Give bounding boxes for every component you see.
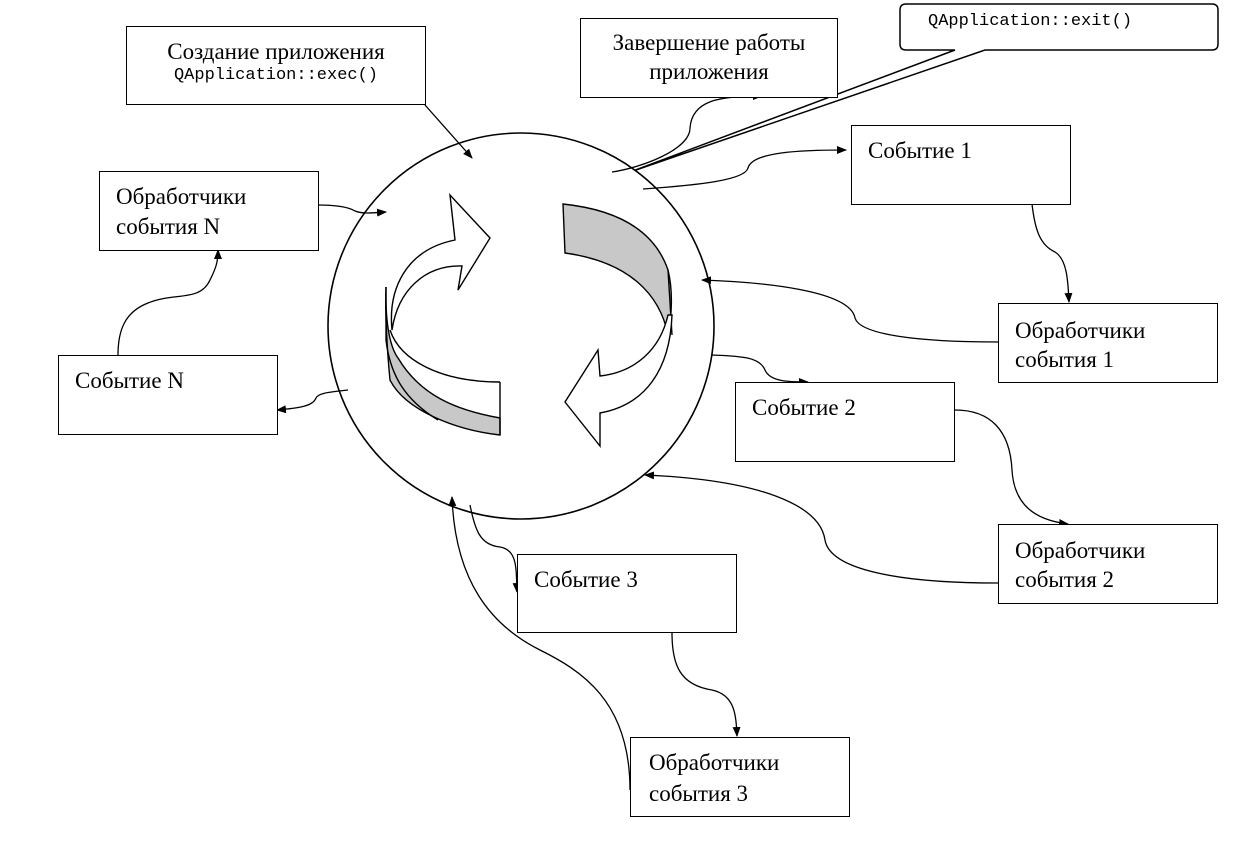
connector-handlers2-to-loop bbox=[644, 471, 999, 584]
handlers-n-line2: события N bbox=[116, 214, 221, 239]
connector-event3-to-handlers3 bbox=[671, 632, 741, 737]
connector-eventn-to-handlersn bbox=[117, 249, 222, 356]
handlers-2-line1: Обработчики bbox=[1015, 538, 1146, 563]
handlers-1-line1: Обработчики bbox=[1015, 318, 1146, 343]
event-3-box: Событие 3 bbox=[517, 554, 737, 633]
loop-arrow-right-head bbox=[564, 314, 673, 449]
handlers-2-line2: события 2 bbox=[1015, 567, 1115, 592]
handlers-n-box: Обработчики события N bbox=[99, 171, 319, 251]
finish-app-line2: приложения bbox=[649, 59, 769, 84]
create-app-title: Создание приложения bbox=[167, 39, 385, 64]
create-app-code: QApplication::exec() bbox=[173, 66, 379, 85]
exit-callout-bubble bbox=[629, 3, 1219, 173]
handlers-3-box: Обработчики события 3 bbox=[630, 737, 850, 817]
finish-app-box: Завершение работы приложения bbox=[580, 18, 838, 98]
event-3-label: Событие 3 bbox=[534, 567, 638, 592]
connector-event2-to-handlers2 bbox=[954, 409, 1069, 527]
event-2-label: Событие 2 bbox=[752, 395, 856, 420]
handlers-3-line1: Обработчики bbox=[649, 750, 780, 775]
loop-arrow-left-head bbox=[390, 192, 491, 331]
connector-loop-to-eventn bbox=[276, 389, 349, 414]
event-1-box: Событие 1 bbox=[851, 125, 1071, 205]
event-1-label: Событие 1 bbox=[868, 138, 972, 163]
handlers-1-line2: события 1 bbox=[1015, 347, 1115, 372]
handlers-3-line2: события 3 bbox=[649, 781, 749, 806]
connector-event1-to-handlers1 bbox=[1031, 203, 1073, 303]
handlers-1-box: Обработчики события 1 bbox=[998, 303, 1218, 383]
connector-loop-to-event3 bbox=[469, 504, 521, 593]
event-n-box: Событие N bbox=[58, 355, 278, 435]
event-n-label: Событие N bbox=[75, 368, 184, 393]
connector-handlers3-to-loop bbox=[448, 496, 631, 791]
connector-loop-to-event2 bbox=[710, 354, 809, 386]
exit-callout-code: QApplication::exit() bbox=[928, 12, 1133, 31]
event-2-box: Событие 2 bbox=[735, 382, 955, 462]
create-app-box: Создание приложения QApplication::exec() bbox=[126, 26, 426, 105]
handlers-2-box: Обработчики события 2 bbox=[998, 524, 1218, 604]
connector-loop-to-event1 bbox=[642, 146, 847, 190]
connector-create-to-loop bbox=[424, 104, 473, 159]
connector-handlers1-to-loop bbox=[701, 276, 999, 343]
handlers-n-line1: Обработчики bbox=[116, 184, 247, 209]
connector-handlersn-to-loop bbox=[317, 204, 387, 217]
finish-app-line1: Завершение работы bbox=[612, 30, 806, 55]
